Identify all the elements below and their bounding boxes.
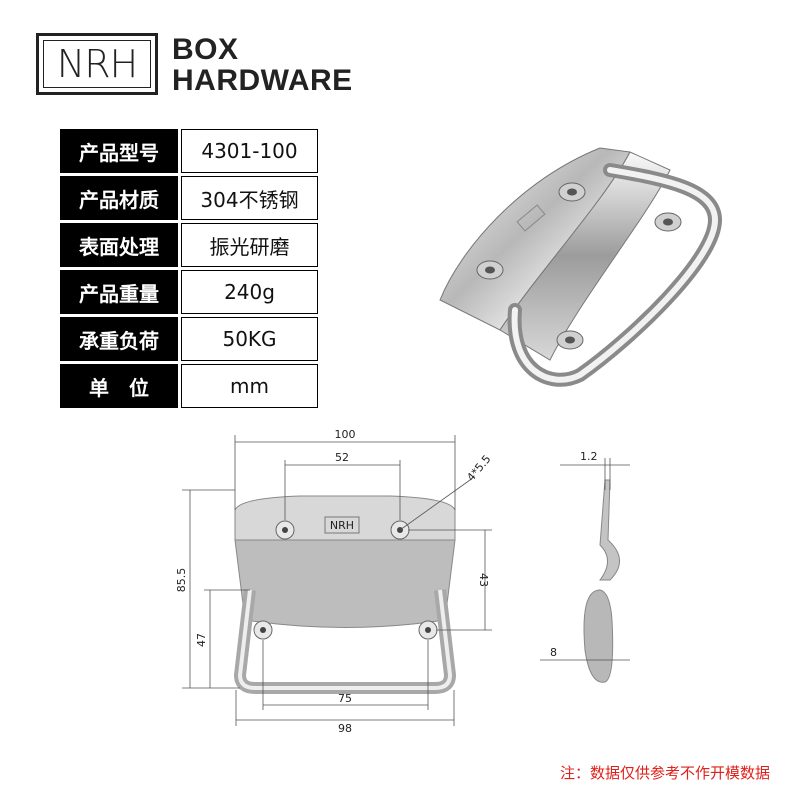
brand-line2: HARDWARE	[172, 64, 353, 97]
spec-row: 产品重量 240g	[60, 270, 318, 314]
spec-label: 产品型号	[60, 129, 178, 173]
spec-value: 4301-100	[181, 129, 318, 173]
spec-label: 承重负荷	[60, 317, 178, 361]
spec-value: 240g	[181, 270, 318, 314]
dim-hole-spacing-bottom: 75	[338, 692, 352, 705]
spec-table: 产品型号 4301-100 产品材质 304不锈钢 表面处理 振光研磨 产品重量…	[60, 126, 318, 411]
brand-line1: BOX	[172, 33, 239, 66]
spec-label: 产品重量	[60, 270, 178, 314]
spec-label: 表面处理	[60, 223, 178, 267]
spec-label: 单 位	[60, 364, 178, 408]
logo-mark: NRH	[56, 42, 138, 86]
spec-row: 承重负荷 50KG	[60, 317, 318, 361]
spec-value: mm	[181, 364, 318, 408]
dim-hole-note: 4*5.5	[464, 453, 493, 484]
spec-row: 单 位 mm	[60, 364, 318, 408]
spec-value: 304不锈钢	[181, 176, 318, 220]
spec-value: 振光研磨	[181, 223, 318, 267]
dim-overall-width: 100	[335, 428, 356, 441]
brand-name: BOX HARDWARE	[172, 34, 353, 96]
spec-row: 表面处理 振光研磨	[60, 223, 318, 267]
brand-logo: NRH	[36, 33, 158, 95]
dim-wire: 8	[550, 646, 557, 659]
plate-mark: NRH	[330, 519, 354, 532]
dim-hole-spacing-top: 52	[335, 451, 349, 464]
spec-label: 产品材质	[60, 176, 178, 220]
product-image	[439, 147, 723, 387]
dim-thickness: 1.2	[580, 450, 598, 463]
spec-value: 50KG	[181, 317, 318, 361]
disclaimer-note: 注：数据仅供参考不作开模数据	[559, 764, 770, 782]
spec-row: 产品材质 304不锈钢	[60, 176, 318, 220]
dim-overall-height: 85.5	[175, 568, 188, 593]
dim-height-43: 43	[477, 573, 490, 587]
spec-row: 产品型号 4301-100	[60, 129, 318, 173]
technical-drawing: NRH 100 52 4*5.5 85.5 43 47 75 9	[175, 428, 630, 735]
dim-handle-width: 98	[338, 722, 352, 735]
dim-height-47: 47	[195, 633, 208, 647]
